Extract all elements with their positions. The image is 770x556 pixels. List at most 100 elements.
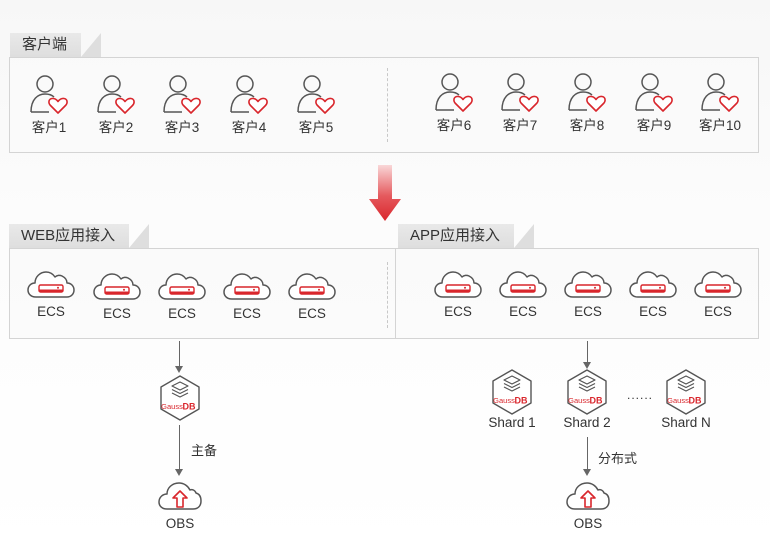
db-brand-left: Gauss bbox=[568, 396, 590, 405]
gaussdb-icon: Gauss DB bbox=[656, 368, 716, 416]
cloud-server-icon bbox=[558, 266, 618, 300]
web-server-node: ECS bbox=[21, 266, 81, 320]
connector-line bbox=[179, 341, 180, 367]
app-server-node: ECS bbox=[623, 266, 683, 320]
client-section-title: 客户端 bbox=[10, 33, 102, 57]
db-brand-left: Gauss bbox=[493, 396, 515, 405]
server-label: ECS bbox=[444, 304, 472, 319]
client-label: 客户9 bbox=[636, 118, 672, 133]
shard-label: Shard 1 bbox=[488, 415, 536, 430]
shard-label: Shard 2 bbox=[563, 415, 611, 430]
web-server-node: ECS bbox=[152, 268, 212, 322]
cloud-server-icon bbox=[493, 266, 553, 300]
gaussdb-icon: Gauss DB bbox=[557, 368, 617, 416]
down-arrow-icon bbox=[368, 163, 402, 228]
server-label: ECS bbox=[639, 304, 667, 319]
db-brand-right: DB bbox=[515, 396, 528, 406]
client-node: 客户4 bbox=[219, 72, 279, 136]
app-link-label: 分布式 bbox=[598, 451, 638, 466]
connector-line bbox=[179, 425, 180, 470]
arrow-head bbox=[175, 366, 183, 373]
connector-line bbox=[587, 437, 588, 470]
cloud-server-icon bbox=[623, 266, 683, 300]
user-heart-icon bbox=[152, 72, 212, 116]
cloud-server-icon bbox=[21, 266, 81, 300]
gaussdb-node: Gauss DB bbox=[150, 374, 210, 422]
client-node: 客户8 bbox=[557, 70, 617, 134]
shard-node: Gauss DB Shard 2 bbox=[557, 368, 617, 431]
cloud-server-icon bbox=[688, 266, 748, 300]
server-label: ECS bbox=[37, 304, 65, 319]
arrow-head bbox=[583, 362, 591, 369]
server-label: ECS bbox=[298, 306, 326, 321]
user-heart-icon bbox=[19, 72, 79, 116]
server-label: ECS bbox=[103, 306, 131, 321]
obs-node: OBS bbox=[150, 478, 210, 532]
arrow-head bbox=[583, 469, 591, 476]
client-node: 客户5 bbox=[286, 72, 346, 136]
web-server-node: ECS bbox=[217, 268, 277, 322]
db-brand-right: DB bbox=[590, 396, 603, 406]
client-node: 客户6 bbox=[424, 70, 484, 134]
obs-node: OBS bbox=[558, 478, 618, 532]
gaussdb-icon: Gauss DB bbox=[482, 368, 542, 416]
client-label: 客户1 bbox=[31, 120, 67, 135]
client-node: 客户10 bbox=[690, 70, 750, 134]
server-label: ECS bbox=[704, 304, 732, 319]
client-label: 客户10 bbox=[698, 118, 742, 133]
app-server-node: ECS bbox=[428, 266, 488, 320]
app-section-title: APP应用接入 bbox=[398, 224, 535, 248]
shard-label: Shard N bbox=[661, 415, 711, 430]
gaussdb-icon: Gauss DB bbox=[150, 374, 210, 422]
server-label: ECS bbox=[574, 304, 602, 319]
db-brand-left: Gauss bbox=[667, 396, 689, 405]
user-heart-icon bbox=[490, 70, 550, 114]
obs-label: OBS bbox=[573, 516, 603, 531]
server-label: ECS bbox=[168, 306, 196, 321]
cloud-server-icon bbox=[87, 268, 147, 302]
cloud-upload-icon bbox=[150, 478, 210, 512]
web-server-node: ECS bbox=[282, 268, 342, 322]
client-node: 客户2 bbox=[86, 72, 146, 136]
app-server-node: ECS bbox=[688, 266, 748, 320]
app-server-node: ECS bbox=[558, 266, 618, 320]
connector-line bbox=[587, 341, 588, 363]
client-label: 客户2 bbox=[98, 120, 134, 135]
db-brand-right: DB bbox=[183, 402, 196, 412]
client-node: 客户7 bbox=[490, 70, 550, 134]
server-label: ECS bbox=[509, 304, 537, 319]
cloud-server-icon bbox=[282, 268, 342, 302]
client-panel bbox=[9, 57, 759, 153]
client-divider bbox=[387, 68, 388, 142]
shard-node: Gauss DB Shard N bbox=[656, 368, 716, 431]
obs-label: OBS bbox=[165, 516, 195, 531]
client-label: 客户3 bbox=[164, 120, 200, 135]
web-link-label: 主备 bbox=[191, 443, 218, 458]
db-brand-right: DB bbox=[689, 396, 702, 406]
user-heart-icon bbox=[86, 72, 146, 116]
client-label: 客户6 bbox=[436, 118, 472, 133]
cloud-server-icon bbox=[428, 266, 488, 300]
shard-node: Gauss DB Shard 1 bbox=[482, 368, 542, 431]
web-server-node: ECS bbox=[87, 268, 147, 322]
client-label: 客户5 bbox=[298, 120, 334, 135]
cloud-server-icon bbox=[152, 268, 212, 302]
shard-ellipsis: ...... bbox=[627, 388, 654, 402]
client-label: 客户8 bbox=[569, 118, 605, 133]
server-label: ECS bbox=[233, 306, 261, 321]
client-node: 客户3 bbox=[152, 72, 212, 136]
app-server-node: ECS bbox=[493, 266, 553, 320]
client-node: 客户9 bbox=[624, 70, 684, 134]
cloud-upload-icon bbox=[558, 478, 618, 512]
user-heart-icon bbox=[624, 70, 684, 114]
user-heart-icon bbox=[557, 70, 617, 114]
client-label: 客户7 bbox=[502, 118, 538, 133]
client-label: 客户4 bbox=[231, 120, 267, 135]
arrow-head bbox=[175, 469, 183, 476]
user-heart-icon bbox=[690, 70, 750, 114]
db-brand-left: Gauss bbox=[161, 402, 183, 411]
user-heart-icon bbox=[424, 70, 484, 114]
client-node: 客户1 bbox=[19, 72, 79, 136]
user-heart-icon bbox=[219, 72, 279, 116]
web-section-title: WEB应用接入 bbox=[9, 224, 150, 248]
